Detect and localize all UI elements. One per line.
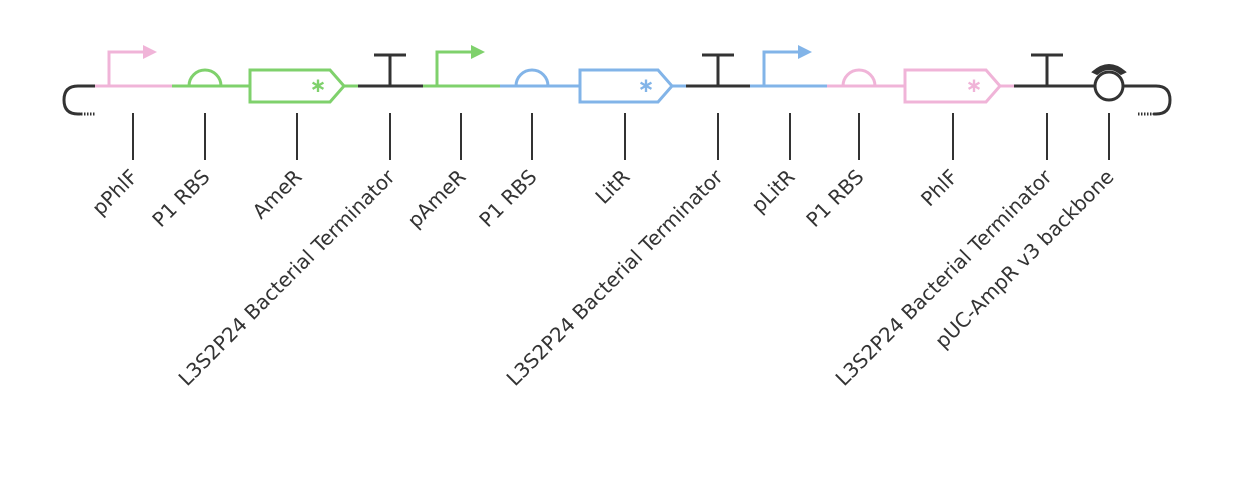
backbone-end-hook-icon (62, 84, 97, 116)
part-term-3 (1014, 53, 1080, 160)
part-label-pphlf: pPhlF (87, 165, 143, 221)
part-label-phlf: PhlF (916, 165, 963, 212)
part-plitr (750, 45, 827, 160)
part-term-1 (358, 53, 423, 160)
rbs-semicircle-icon (514, 68, 550, 87)
cds-arrow-box-icon (248, 68, 346, 104)
cds-marker-asterisk-icon: ∗ (638, 73, 655, 97)
promoter-arrow-icon (435, 50, 473, 86)
promoter-arrow-icon (107, 50, 145, 86)
part-p1rbs-1 (172, 68, 238, 160)
cds-marker-asterisk-icon: ∗ (966, 73, 983, 97)
cds-arrow-box-icon (578, 68, 674, 104)
part-phlf: ∗ (893, 68, 1014, 160)
origin-circle-icon (1093, 70, 1125, 102)
backbone-layer (62, 84, 1172, 116)
part-label-p1rbs-2: P1 RBS (474, 165, 541, 232)
rbs-semicircle-icon (187, 68, 223, 87)
part-amer: ∗ (238, 68, 358, 160)
part-label-p1rbs-1: P1 RBS (147, 165, 214, 232)
part-label-plitr: pLitR (746, 164, 799, 217)
part-label-p1rbs-3: P1 RBS (801, 165, 868, 232)
part-pamer (423, 45, 500, 160)
part-pphlf (95, 45, 172, 160)
rbs-semicircle-icon (841, 68, 877, 87)
promoter-arrowhead (143, 45, 157, 59)
promoter-arrowhead (798, 45, 812, 59)
backbone-end-hook-icon (1138, 84, 1172, 116)
part-label-litr: LitR (590, 164, 634, 208)
cds-marker-asterisk-icon: ∗ (310, 73, 327, 97)
parts-layer: ∗ ∗ ∗ (95, 45, 1140, 160)
part-label-pamer: pAmeR (403, 164, 471, 232)
promoter-arrowhead (471, 45, 485, 59)
cds-arrow-box-icon (903, 68, 1002, 104)
part-litr: ∗ (568, 68, 686, 160)
part-p1rbs-3 (827, 68, 893, 160)
promoter-arrow-icon (762, 50, 800, 86)
part-term-2 (686, 53, 750, 160)
part-p1rbs-2 (500, 68, 568, 160)
part-backbone (1080, 64, 1140, 160)
origin-cap-icon (1091, 64, 1127, 76)
part-label-amer: AmeR (248, 164, 307, 223)
